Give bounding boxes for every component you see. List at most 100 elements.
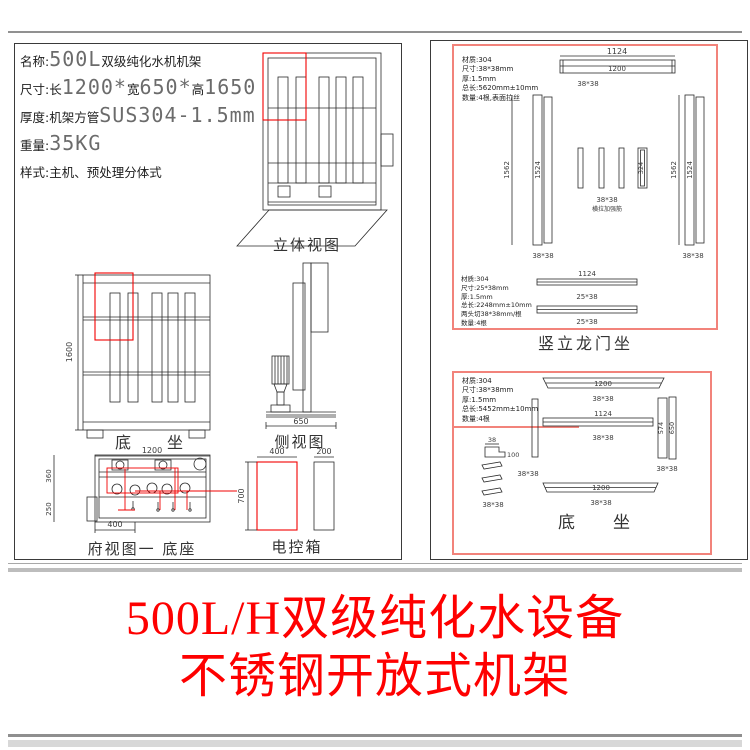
spec-line: 材质:304 — [462, 377, 492, 385]
spec-line: 材质:304 — [461, 275, 489, 283]
plan-left-top-dim: 360 — [45, 469, 53, 482]
title-text-part: 650* — [139, 75, 192, 99]
gantry-topbar-inner-dim: 1200 — [608, 65, 626, 73]
gantry-mid-height-dim: 324 — [637, 162, 645, 174]
title-row-style: 样式: 主机、预处理分体式 — [20, 162, 280, 192]
base-bottombar-dim: 1200 — [592, 484, 610, 492]
base-left-piece — [531, 398, 539, 458]
gantry-cross-bars-drawing — [536, 278, 638, 314]
spec-line: 材质:304 — [462, 56, 492, 64]
gantry-left-height-dim: 1562 — [503, 161, 511, 179]
spec-line: 总长:2248mm±10mm — [461, 301, 532, 310]
ebox-label: 电控箱 — [271, 538, 322, 556]
base-top-bar — [542, 377, 665, 389]
spec-line: 总长:5620mm±10mm — [462, 84, 539, 93]
title-text-part: 35KG — [49, 131, 102, 155]
ebox-height-dim: 700 — [237, 488, 246, 503]
gantry-left-height2-dim: 1524 — [534, 161, 542, 179]
ebox-width-dim: 400 — [269, 447, 284, 456]
front-view: 1600 底坐 — [65, 272, 211, 452]
gantry-left-bars — [511, 94, 553, 246]
spec-line: 数量:4根 — [462, 414, 490, 423]
title-text-part: 1650 — [204, 75, 257, 99]
title-text-part: 1200* — [61, 75, 127, 99]
title-text-part: 尺寸: — [20, 82, 50, 97]
gantry-right-bars — [678, 94, 705, 246]
title-text-part: 样式: — [20, 165, 50, 180]
base-red-box — [452, 371, 712, 555]
base-midbar-dim: 1124 — [594, 410, 612, 418]
bottom-rule-thin — [8, 563, 742, 564]
title-text-part: 主机、预处理分体式 — [49, 165, 162, 180]
side-view: 650 侧视图 — [265, 262, 337, 451]
gantry-red-box — [452, 44, 718, 330]
gantry-label: 竖立龙门坐 — [538, 334, 634, 353]
ebox-width2-dim: 200 — [316, 447, 331, 456]
base-right-h1-dim: 574 — [657, 422, 665, 434]
front-height-dim: 1600 — [65, 342, 74, 362]
base-topbar-dim: 1200 — [594, 380, 612, 388]
footer-rule — [8, 734, 742, 737]
front-view-drawing — [75, 274, 211, 439]
cross-bar-dim: 1124 — [578, 270, 596, 278]
plan-view-red-overlay — [106, 467, 237, 511]
spec-line: 厚:1.5mm — [462, 395, 497, 404]
red-line-segment — [452, 426, 579, 428]
plan-bottom-dim: 400 — [107, 520, 122, 529]
side-view-drawing — [265, 262, 337, 429]
gantry-top-bar — [559, 55, 676, 74]
spec-line: 厚:1.5mm — [462, 74, 497, 83]
cross-bar-size2: 25*38 — [576, 318, 597, 326]
cross-bar-size1: 25*38 — [576, 293, 597, 301]
gantry-mid-size: 38*38 — [596, 196, 617, 204]
title-text-part: 机架方管 — [49, 110, 100, 125]
bracket-size: 38*38 — [482, 501, 503, 509]
title-text-part: SUS304-1.5mm — [99, 103, 256, 127]
gantry-left-size: 38*38 — [532, 252, 553, 260]
gantry-cross-bars: 1124 25*38 25*38 — [536, 270, 638, 326]
base-bracket-pieces — [481, 443, 506, 496]
spec-line: 数量:4根 — [461, 318, 487, 327]
spec-line: 厚:1.5mm — [461, 292, 493, 301]
base-right-h2-dim: 650 — [668, 422, 676, 434]
bottom-rule-thick — [8, 568, 742, 572]
base-topbar-size: 38*38 — [592, 395, 613, 403]
gantry-right-height-dim: 1562 — [670, 161, 678, 179]
gantry-right-height2-dim: 1524 — [686, 161, 694, 179]
title-row-name: 名称: 500L 双级纯化水机机架 — [20, 47, 280, 75]
gantry-right-size: 38*38 — [682, 252, 703, 260]
title-text-part: 双级纯化水机机架 — [101, 54, 202, 69]
red-highlight-box — [262, 52, 307, 121]
plan-view-label: 府视图一 底座 — [88, 540, 197, 558]
side-depth-dim: 650 — [293, 417, 308, 426]
gantry-mid-note: 横拉加强筋 — [592, 205, 622, 213]
gantry-drawing: 1124 1200 38*38 1562 1524 38*38 324 38*3… — [503, 47, 705, 260]
plan-width-dim: 1200 — [142, 446, 162, 455]
title-text-part: 名称: — [20, 54, 50, 69]
spec-line: 总长:5452mm±10mm — [462, 405, 539, 414]
perspective-view-label: 立体视图 — [273, 236, 341, 254]
plan-view: 1200 360 250 400 府视图一 底座 — [45, 446, 237, 558]
spec-line: 数量:4根,表面拉丝 — [462, 93, 521, 102]
gantry-topbar-dim: 1124 — [607, 47, 627, 56]
ebox-red-rect — [256, 461, 298, 531]
spec-line: 尺寸:38*38mm — [462, 386, 514, 395]
product-title-line2: 不锈钢开放式机架 — [178, 650, 571, 703]
title-text-part: 重量: — [20, 138, 50, 153]
plan-left-bottom-dim: 250 — [45, 502, 53, 515]
gantry-topbar-size: 38*38 — [577, 80, 598, 88]
base-midbar-size: 38*38 — [592, 434, 613, 442]
plan-view-drawing — [53, 454, 211, 533]
title-text-part: 长 — [49, 82, 62, 97]
spec-line: 尺寸:25*38mm — [461, 283, 509, 292]
base-bottombar-size: 38*38 — [590, 499, 611, 507]
ebox-view: 400 700 200 电控箱 — [237, 447, 335, 556]
bracket-d1-dim: 38 — [488, 436, 496, 444]
